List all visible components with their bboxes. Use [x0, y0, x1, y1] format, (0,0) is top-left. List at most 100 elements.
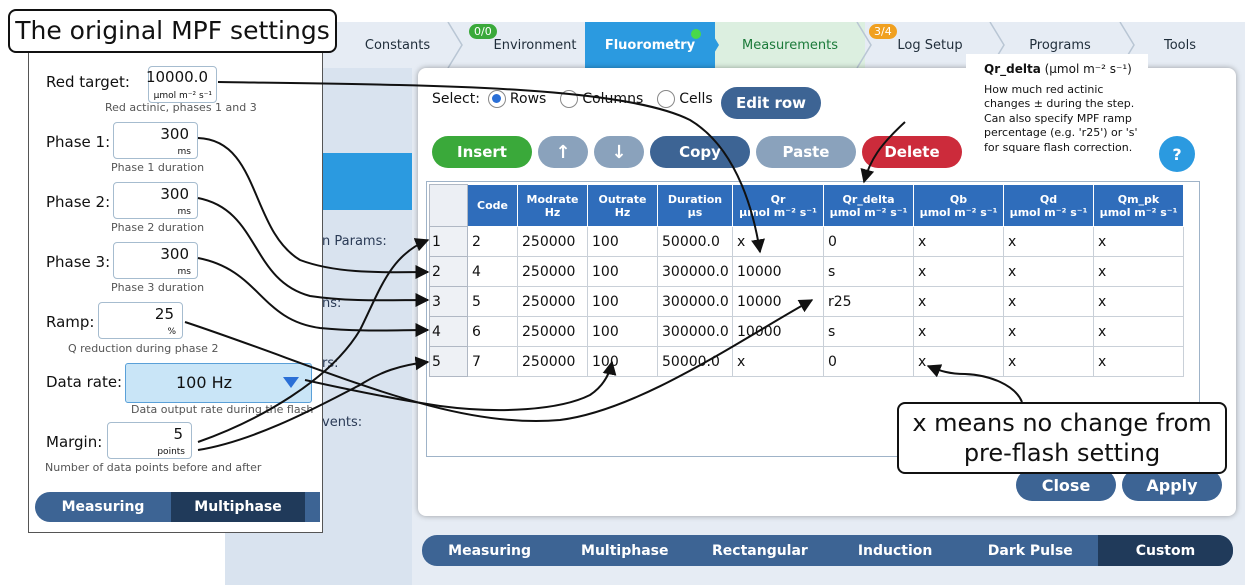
table-cell[interactable]: x [913, 346, 1004, 377]
nav-step-environment[interactable]: 0/0 Environment [465, 22, 605, 68]
table-cell[interactable]: x [1093, 346, 1184, 377]
row-number[interactable]: 2 [429, 256, 468, 287]
tab-rectangular[interactable]: Rectangular [712, 542, 808, 559]
data-rate-select[interactable]: 100 Hz [125, 363, 312, 403]
table-cell[interactable]: x [1003, 226, 1094, 257]
tab-measuring[interactable]: Measuring [61, 499, 145, 515]
close-button[interactable]: Close [1016, 469, 1116, 501]
table-cell[interactable]: 6 [467, 316, 518, 347]
nav-step-fluorometry[interactable]: Fluorometry [585, 22, 715, 68]
table-cell[interactable]: x [1003, 256, 1094, 287]
delete-button[interactable]: Delete [862, 136, 962, 168]
column-header-code[interactable]: Code [467, 184, 518, 227]
table-cell[interactable]: 100 [587, 226, 658, 257]
table-cell[interactable]: 7 [467, 346, 518, 377]
table-cell[interactable]: 300000.0 [657, 256, 733, 287]
table-cell[interactable]: 0 [823, 346, 914, 377]
table-cell[interactable]: s [823, 316, 914, 347]
table-cell[interactable]: 300000.0 [657, 316, 733, 347]
tab-induction[interactable]: Induction [857, 542, 933, 559]
nav-step-constants[interactable]: Constants [364, 37, 431, 53]
table-cell[interactable]: 100 [587, 316, 658, 347]
table-row[interactable]: 5 7 250000 100 50000.0 x 0 x x x [429, 346, 1184, 377]
tab-measuring[interactable]: Measuring [448, 542, 532, 559]
tab-multiphase[interactable]: Multiphase [171, 492, 305, 522]
nav-step-measurements[interactable]: Measurements [715, 22, 865, 68]
margin-field[interactable]: 5 points [107, 422, 192, 459]
copy-button[interactable]: Copy [650, 136, 750, 168]
row-number[interactable]: 4 [429, 316, 468, 347]
move-up-button[interactable]: ↑ [538, 136, 588, 168]
tab-dark-pulse[interactable]: Dark Pulse [987, 542, 1073, 559]
columns-radio[interactable] [560, 90, 579, 108]
table-cell[interactable]: x [1093, 226, 1184, 257]
table-row[interactable]: 1 2 250000 100 50000.0 x 0 x x x [429, 226, 1184, 257]
table-cell[interactable]: r25 [823, 286, 914, 317]
table-cell[interactable]: 50000.0 [657, 346, 733, 377]
table-cell[interactable]: 100 [587, 256, 658, 287]
insert-button[interactable]: Insert [432, 136, 532, 168]
table-cell[interactable]: x [732, 346, 824, 377]
row-number[interactable]: 1 [429, 226, 468, 257]
table-cell[interactable]: 10000 [732, 316, 824, 347]
red-target-field[interactable]: 10000.0 μmol m⁻² s⁻¹ [146, 66, 217, 103]
table-row[interactable]: 2 4 250000 100 300000.0 10000 s x x x [429, 256, 1184, 287]
table-cell[interactable]: x [1093, 256, 1184, 287]
table-cell[interactable]: 100 [587, 286, 658, 317]
paste-button[interactable]: Paste [756, 136, 856, 168]
row-number[interactable]: 3 [429, 286, 468, 317]
table-cell[interactable]: 10000 [732, 286, 824, 317]
table-cell[interactable]: 300000.0 [657, 286, 733, 317]
row-number[interactable]: 5 [429, 346, 468, 377]
nav-step-tools[interactable]: Tools [1163, 37, 1197, 53]
table-cell[interactable]: x [913, 286, 1004, 317]
table-cell[interactable]: x [1093, 286, 1184, 317]
table-cell[interactable]: x [1003, 346, 1094, 377]
nav-step-programs[interactable]: Programs [1029, 37, 1091, 53]
table-cell[interactable]: x [913, 256, 1004, 287]
table-cell[interactable]: x [1003, 286, 1094, 317]
table-cell[interactable]: 100 [587, 346, 658, 377]
table-cell[interactable]: x [1003, 316, 1094, 347]
table-cell[interactable]: x [913, 226, 1004, 257]
table-row[interactable]: 4 6 250000 100 300000.0 10000 s x x x [429, 316, 1184, 347]
table-cell[interactable]: 250000 [517, 286, 588, 317]
help-button[interactable]: ? [1159, 136, 1195, 172]
table-cell[interactable]: 5 [467, 286, 518, 317]
nav-step-log-setup[interactable]: 3/4 Log Setup [865, 22, 995, 68]
phase-2-field[interactable]: 300 ms [113, 182, 198, 219]
table-cell[interactable]: 50000.0 [657, 226, 733, 257]
table-cell[interactable]: 250000 [517, 226, 588, 257]
table-cell[interactable]: 10000 [732, 256, 824, 287]
table-corner-cell[interactable] [429, 184, 468, 227]
ramp-field[interactable]: 25 % [98, 302, 183, 339]
phase-3-field[interactable]: 300 ms [113, 242, 198, 279]
table-cell[interactable]: x [913, 316, 1004, 347]
table-cell[interactable]: x [732, 226, 824, 257]
table-cell[interactable]: 0 [823, 226, 914, 257]
tab-custom[interactable]: Custom [1097, 535, 1233, 566]
apply-button[interactable]: Apply [1122, 469, 1222, 501]
table-cell[interactable]: 250000 [517, 346, 588, 377]
table-cell[interactable]: 2 [467, 226, 518, 257]
edit-row-button[interactable]: Edit row [721, 87, 821, 119]
rows-radio[interactable] [487, 90, 506, 108]
table-cell[interactable]: 250000 [517, 316, 588, 347]
table-cell[interactable]: s [823, 256, 914, 287]
table-cell[interactable]: 4 [467, 256, 518, 287]
table-row[interactable]: 3 5 250000 100 300000.0 10000 r25 x x x [429, 286, 1184, 317]
move-down-button[interactable]: ↓ [594, 136, 644, 168]
table-cell[interactable]: x [1093, 316, 1184, 347]
table-cell[interactable]: 250000 [517, 256, 588, 287]
tab-multiphase[interactable]: Multiphase [581, 542, 669, 559]
phase-1-field[interactable]: 300 ms [113, 122, 198, 159]
cells-radio[interactable] [657, 90, 676, 108]
